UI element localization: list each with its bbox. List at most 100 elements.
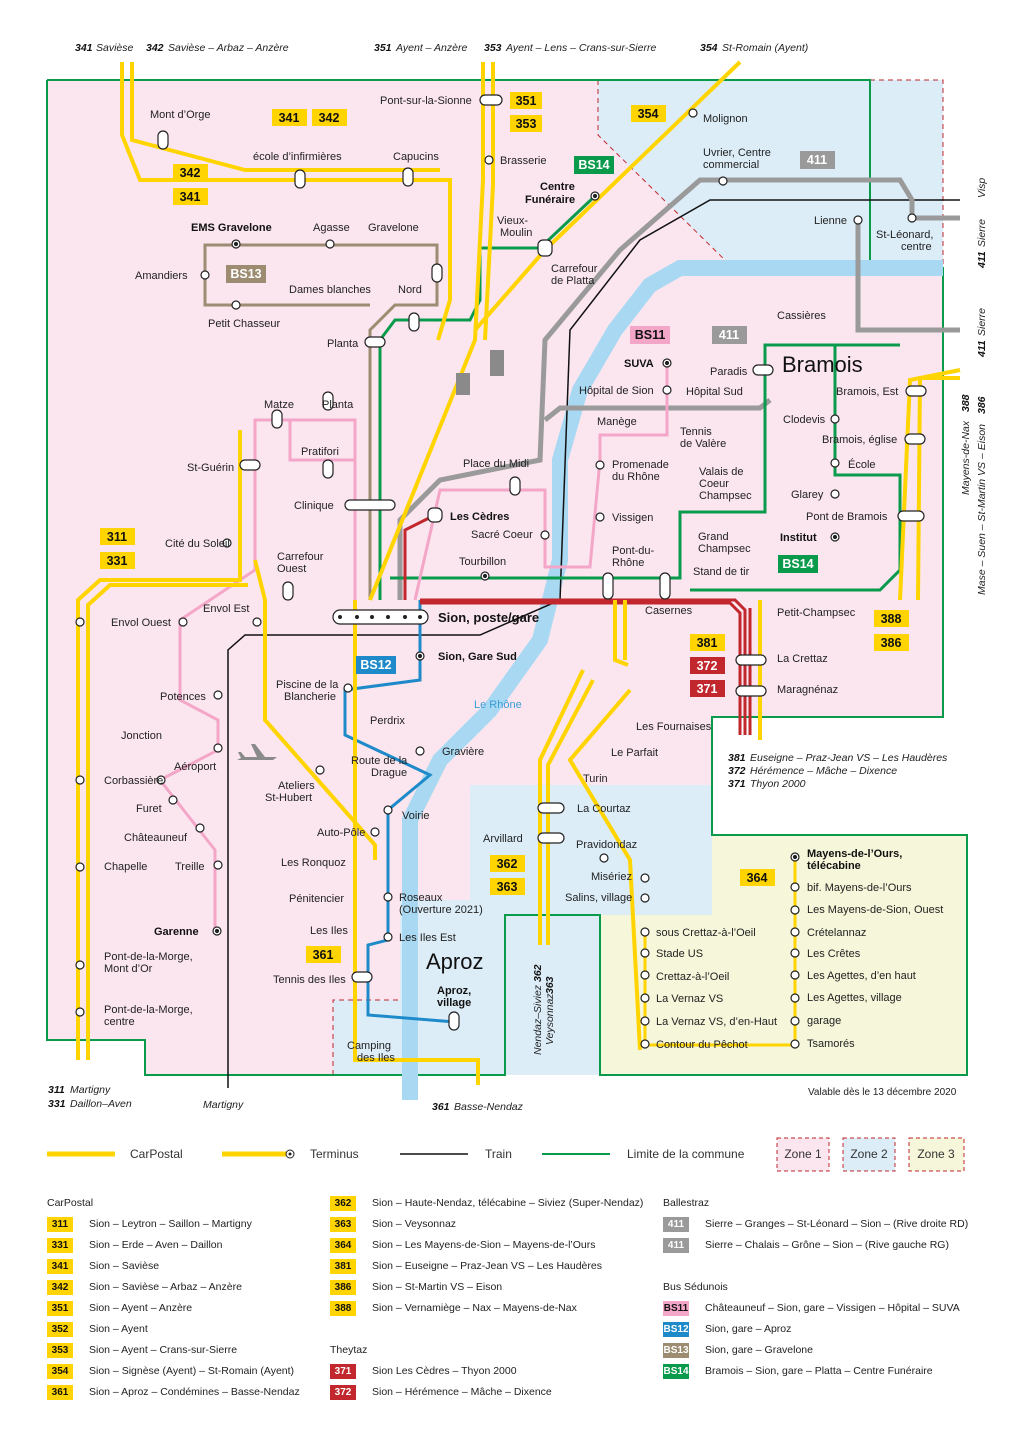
svg-text:garage: garage [807, 1015, 841, 1027]
svg-text:Capucins: Capucins [393, 151, 439, 163]
badges: 351 353 341 342 342 341 354 BS14 411 BS1… [100, 92, 909, 963]
svg-text:Les Fournaises: Les Fournaises [636, 721, 712, 733]
svg-text:363: 363 [544, 976, 556, 994]
legend-limite: Limite de la commune [627, 1147, 745, 1161]
svg-text:411: 411 [976, 251, 988, 269]
badge-311: 311 [107, 530, 127, 544]
svg-text:Route de la: Route de la [351, 755, 408, 767]
svg-text:Grand: Grand [698, 531, 729, 543]
svg-text:Piscine de la: Piscine de la [276, 679, 339, 691]
stop-labels: Mont d’Orge Pont-sur-la-Sionne Molignon … [104, 95, 943, 1064]
legend-zone1: Zone 1 [784, 1147, 822, 1161]
station-dots [338, 615, 422, 619]
svg-text:St-Guérin: St-Guérin [187, 462, 234, 474]
svg-text:Gravelone: Gravelone [368, 222, 419, 234]
route-description: Sion – Haute-Nendaz, télécabine – Siviez… [372, 1197, 644, 1209]
table-row: 351 Sion – Ayent – Anzère [47, 1298, 337, 1319]
route-description: Sion – Vernamiège – Nax – Mayens-de-Nax [372, 1302, 577, 1314]
svg-text:Valable dès le 13 décembre 202: Valable dès le 13 décembre 2020 [808, 1087, 957, 1098]
svg-text:Sacré Coeur: Sacré Coeur [471, 529, 533, 541]
svg-text:des Iles: des Iles [357, 1052, 395, 1064]
svg-text:La Vernaz VS: La Vernaz VS [656, 993, 723, 1005]
line-bs11 [157, 365, 669, 930]
svg-text:Ayent – Anzère: Ayent – Anzère [395, 42, 467, 54]
badge-bs12: BS12 [360, 658, 391, 672]
badge-371: 371 [697, 682, 718, 696]
svg-text:EMS Gravelone: EMS Gravelone [191, 222, 272, 234]
svg-text:Sierre: Sierre [976, 219, 988, 247]
route-badge: 386 [330, 1280, 356, 1295]
svg-text:Sierre: Sierre [976, 308, 988, 336]
route-description: Sierre – Chalais – Grône – Sion – (Rive … [705, 1239, 949, 1251]
route-description: Sion – Signèse (Ayent) – St-Romain (Ayen… [89, 1365, 295, 1377]
route-description: Sion – St-Martin VS – Eison [372, 1281, 503, 1293]
badge-bs14: BS14 [578, 158, 609, 172]
route-badge: 372 [330, 1385, 356, 1400]
svg-text:sous Crettaz-à-l’Oeil: sous Crettaz-à-l’Oeil [656, 927, 756, 939]
svg-text:Vieux-: Vieux- [497, 215, 528, 227]
svg-text:411: 411 [976, 340, 988, 358]
legend: CarPostal Terminus Train Limite de la co… [47, 1137, 965, 1172]
route-description: Sion – Ayent – Anzère [89, 1302, 193, 1314]
rhone-river [402, 260, 943, 1100]
legend-zone3: Zone 3 [917, 1147, 955, 1161]
route-badge: 351 [47, 1301, 73, 1316]
svg-text:Envol Est: Envol Est [203, 603, 249, 615]
svg-text:Petit Chasseur: Petit Chasseur [208, 318, 280, 330]
svg-text:Petit-Champsec: Petit-Champsec [777, 607, 856, 619]
svg-text:Blancherie: Blancherie [284, 691, 336, 703]
svg-text:Garenne: Garenne [154, 926, 199, 938]
svg-text:386: 386 [976, 396, 988, 414]
svg-text:Hôpital de Sion: Hôpital de Sion [579, 385, 654, 397]
badge-342: 342 [180, 166, 201, 180]
svg-text:Chapelle: Chapelle [104, 861, 147, 873]
route-description: Sion – Savièse [89, 1260, 160, 1272]
badge-386: 386 [881, 636, 902, 650]
svg-text:Camping: Camping [347, 1040, 391, 1052]
svg-text:école d’infirmières: école d’infirmières [253, 151, 342, 163]
airplane-icon [237, 744, 277, 760]
svg-text:Glarey: Glarey [791, 489, 824, 501]
badge-388: 388 [881, 612, 902, 626]
svg-text:Aproz: Aproz [426, 949, 483, 974]
svg-text:La Vernaz VS, d’en-Haut: La Vernaz VS, d’en-Haut [656, 1016, 777, 1028]
svg-text:Pont-de-la-Morge,: Pont-de-la-Morge, [104, 951, 193, 963]
svg-text:Brasserie: Brasserie [500, 155, 546, 167]
svg-text:Stade US: Stade US [656, 948, 703, 960]
svg-text:centre: centre [104, 1016, 135, 1028]
svg-text:Les Mayens-de-Sion, Ouest: Les Mayens-de-Sion, Ouest [807, 904, 943, 916]
svg-text:Les Ronquoz: Les Ronquoz [281, 857, 346, 869]
svg-text:du Rhône: du Rhône [612, 471, 660, 483]
svg-text:Furet: Furet [136, 803, 162, 815]
svg-text:Euseigne – Praz-Jean VS – Les: Euseigne – Praz-Jean VS – Les Haudères [750, 752, 948, 764]
svg-text:Stand de tir: Stand de tir [693, 566, 750, 578]
route-badge: 363 [330, 1217, 356, 1232]
svg-text:381: 381 [728, 752, 746, 764]
svg-text:centre: centre [901, 241, 932, 253]
badge-351: 351 [516, 94, 537, 108]
stops-dots [75, 108, 917, 1049]
svg-text:Envol Ouest: Envol Ouest [111, 617, 171, 629]
svg-text:Promenade: Promenade [612, 459, 669, 471]
svg-text:St-Romain (Ayent): St-Romain (Ayent) [722, 42, 808, 54]
svg-text:Martigny: Martigny [203, 1099, 244, 1111]
route-badge: 353 [47, 1343, 73, 1358]
route-description: Sion – Euseigne – Praz-Jean VS – Les Hau… [372, 1260, 602, 1272]
svg-text:Clodevis: Clodevis [783, 414, 826, 426]
svg-text:Pont-sur-la-Sionne: Pont-sur-la-Sionne [380, 95, 472, 107]
route-badge: BS14 [663, 1364, 689, 1379]
svg-text:Ouest: Ouest [277, 563, 306, 575]
svg-text:La Courtaz: La Courtaz [577, 803, 631, 815]
route-badge: BS12 [663, 1322, 689, 1337]
line-theytaz [403, 513, 752, 735]
